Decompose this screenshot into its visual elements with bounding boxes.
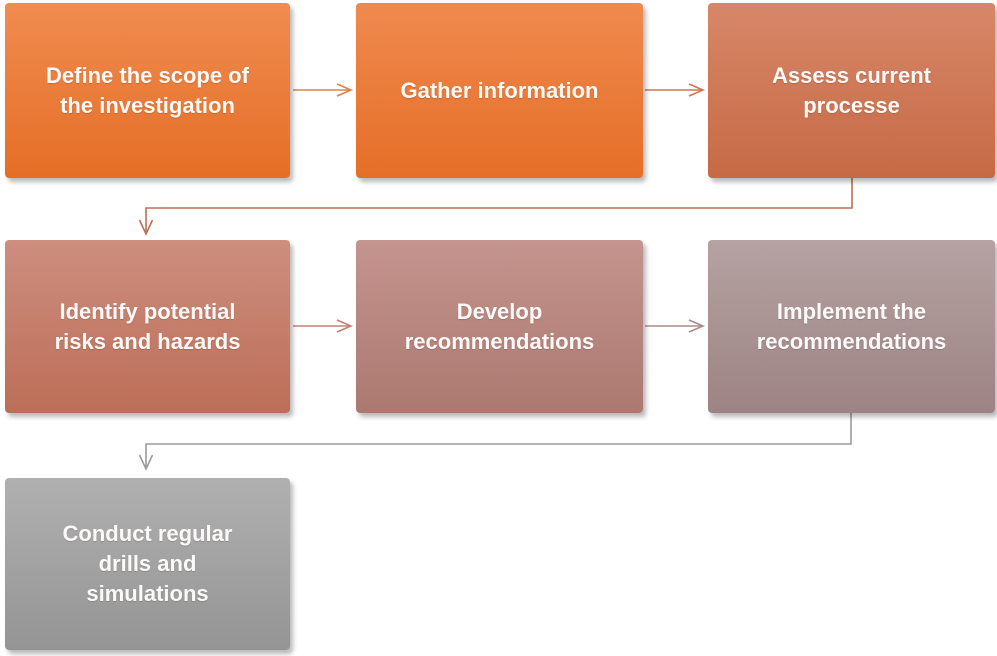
flow-step-identify-risks: Identify potential risks and hazards bbox=[5, 240, 290, 413]
flow-step-gather-information: Gather information bbox=[356, 3, 643, 178]
flow-step-label: Assess current processe bbox=[772, 62, 931, 118]
flow-step-label: Define the scope of the investigation bbox=[46, 62, 249, 118]
flow-step-assess-processes: Assess current processe bbox=[708, 3, 995, 178]
flow-step-implement-recommendations: Implement the recommendations bbox=[708, 240, 995, 413]
arrow-gather-to-assess bbox=[645, 83, 706, 97]
elbow-arrow-assess-to-identify bbox=[138, 178, 853, 236]
flow-step-label: Identify potential risks and hazards bbox=[54, 298, 241, 354]
flow-step-define-scope: Define the scope of the investigation bbox=[5, 3, 290, 178]
flow-step-develop-recommendations: Develop recommendations bbox=[356, 240, 643, 413]
flow-step-conduct-drills: Conduct regular drills and simulations bbox=[5, 478, 290, 650]
arrow-define-to-gather bbox=[293, 83, 354, 97]
flow-step-label: Gather information bbox=[400, 77, 599, 103]
arrow-identify-to-develop bbox=[293, 319, 354, 333]
flow-step-label: Implement the recommendations bbox=[756, 298, 947, 354]
flow-step-label: Develop recommendations bbox=[404, 298, 595, 354]
elbow-arrow-implement-to-conduct bbox=[138, 413, 852, 471]
flow-step-label: Conduct regular drills and simulations bbox=[62, 521, 233, 606]
arrow-develop-to-implement bbox=[645, 319, 706, 333]
